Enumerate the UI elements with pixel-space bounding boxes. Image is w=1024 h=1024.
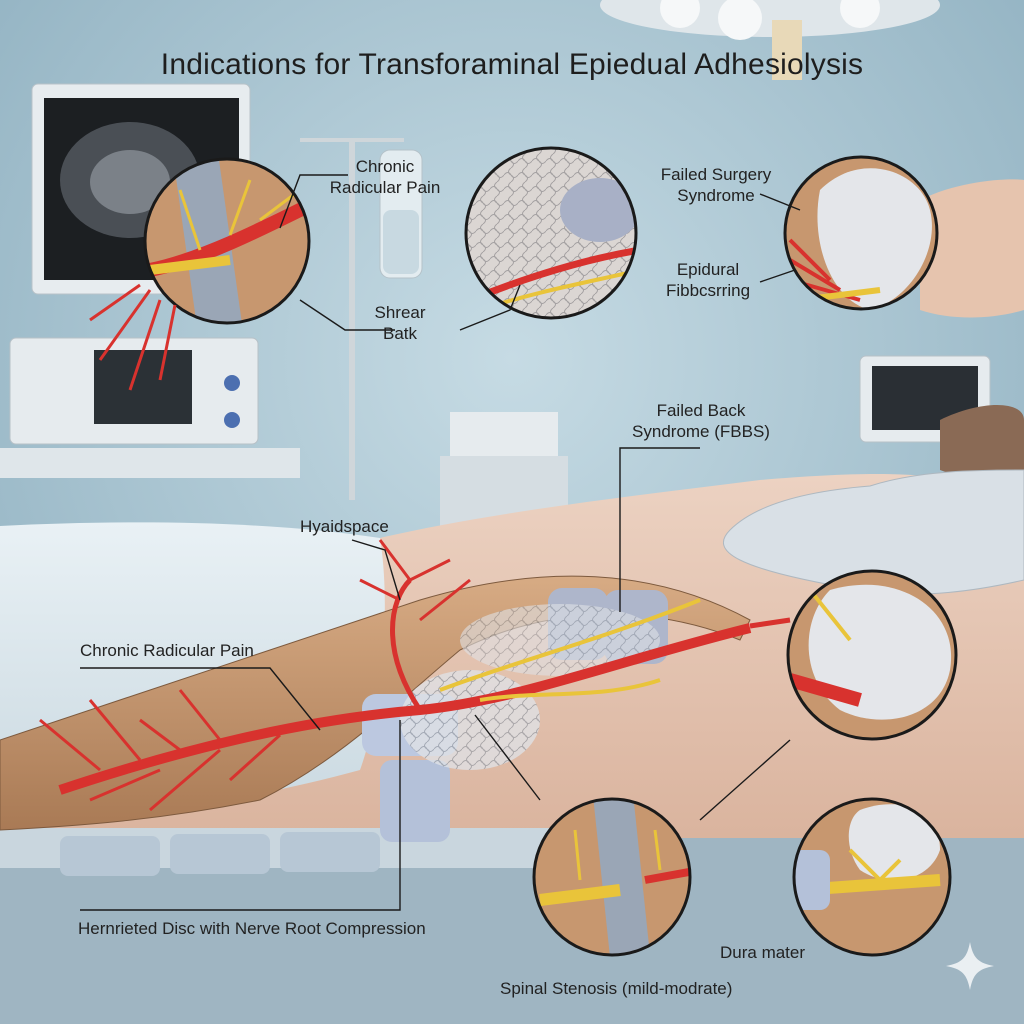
gloved-hand xyxy=(722,469,1024,595)
label-failed-surgery-syndrome: Failed Surgery Syndrome xyxy=(660,165,772,205)
iv-pole xyxy=(300,138,423,500)
page-title: Indications for Transforaminal Epiedual … xyxy=(160,48,864,81)
spine-cutaway xyxy=(0,539,752,842)
label-epidural-fibrosis: Epidural Fibbcsrring xyxy=(665,260,751,300)
label-chronic-radicular-pain-left: Chronic Radicular Pain xyxy=(80,641,254,660)
label-hyaidspace: Hyaidspace xyxy=(300,517,389,536)
sparkle-icon xyxy=(946,942,994,990)
inset-radicular-pain xyxy=(89,157,311,391)
label-chronic-radicular-pain-top: Chronic Radicular Pain xyxy=(329,157,441,197)
surgical-light xyxy=(600,0,940,80)
inset-fibrosis-mesh xyxy=(464,146,638,320)
monitor-equipment-left xyxy=(0,337,300,478)
leader-lines xyxy=(80,174,801,911)
inset-fbbs xyxy=(749,569,958,741)
label-spinal-stenosis: Spinal Stenosis (mild-modrate) xyxy=(500,979,733,998)
hand-top-right xyxy=(920,179,1024,318)
label-dura-mater: Dura mater xyxy=(720,943,806,962)
label-shrear-batk: Shrear Batk xyxy=(374,303,426,343)
inset-spinal-stenosis xyxy=(532,797,692,957)
inset-failed-surgery xyxy=(783,155,939,311)
label-failed-back-syndrome: Failed Back Syndrome (FBBS) xyxy=(632,401,770,441)
inset-dura-mater xyxy=(792,797,952,957)
label-herniated-disc: Hernrieted Disc with Nerve Root Compress… xyxy=(78,919,426,938)
